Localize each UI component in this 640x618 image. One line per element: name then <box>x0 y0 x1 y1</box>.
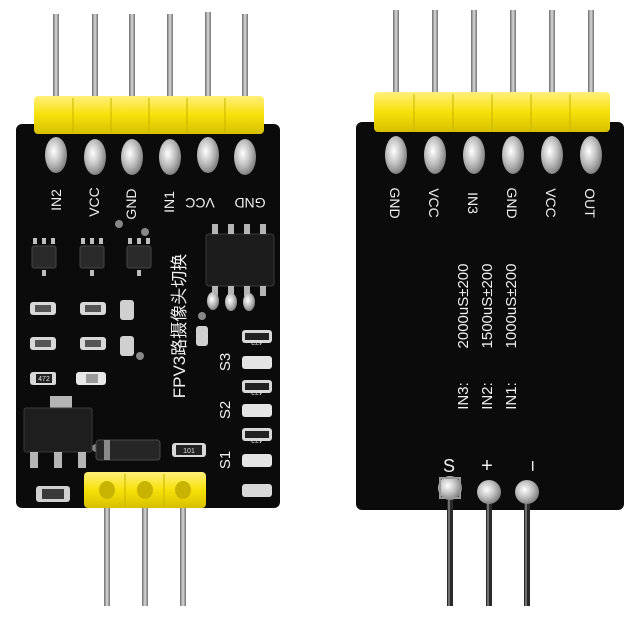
right-pin-label: IN3 <box>465 192 481 214</box>
pwm-value: 1500uS±200 <box>479 264 496 349</box>
board-title-silk: FPV3路摄像头切换 <box>170 254 189 399</box>
regulator-sot223 <box>23 396 93 468</box>
pwm-channel-label: IN1: <box>503 382 520 410</box>
soic8-chip <box>205 224 275 311</box>
right-top-pins <box>393 10 594 98</box>
left-top-pins <box>53 12 248 98</box>
left-pin-label: VCC <box>86 187 102 217</box>
servo-label-plus: + <box>481 455 493 477</box>
servo-label-signal: S <box>443 456 455 476</box>
left-pin-label: GND <box>123 188 139 219</box>
pwm-spec-ch3: IN3: 2000uS±200 <box>455 264 472 410</box>
resistor-code: 472 <box>251 338 263 345</box>
pwm-channel-label: IN2: <box>479 382 496 410</box>
servo-label-minus: − <box>521 460 543 472</box>
pwm-spec-ch1: IN1: 1000uS±200 <box>503 264 520 410</box>
sot23-transistors <box>31 245 152 269</box>
left-board: IN2 VCC GND IN1 VCC GND <box>16 12 280 606</box>
pwm-channel-label: IN3: <box>455 382 472 410</box>
resistor-code: 472 <box>251 436 263 443</box>
switch-label-s1: S1 <box>217 451 234 469</box>
left-pin-label: IN1 <box>161 191 177 213</box>
left-pin-label: VCC <box>185 195 215 211</box>
switch-label-s3: S3 <box>217 353 234 371</box>
left-bottom-header <box>84 472 206 508</box>
right-bottom-solder <box>438 476 539 504</box>
left-pin-label: GND <box>234 195 265 211</box>
left-top-header <box>34 96 264 134</box>
right-bottom-pins <box>447 498 530 606</box>
right-board: GND VCC IN3 GND VCC OUT IN3: 2000uS±200 … <box>356 10 624 606</box>
right-solder-joints <box>385 136 602 174</box>
resistor-code: 472 <box>251 388 263 395</box>
pwm-spec-ch2: IN2: 1500uS±200 <box>479 264 496 410</box>
left-pin-label: IN2 <box>48 189 64 211</box>
resistor-column <box>32 330 272 497</box>
switch-label-s2: S2 <box>217 401 234 419</box>
right-pin-label: VCC <box>426 188 442 218</box>
right-pin-label: OUT <box>582 188 598 218</box>
right-top-header <box>374 92 610 132</box>
right-pcb <box>356 122 624 510</box>
right-pin-label: VCC <box>543 188 559 218</box>
right-pin-label: GND <box>504 187 520 218</box>
resistor-code: 472 <box>38 376 50 383</box>
diode <box>95 439 161 461</box>
pwm-value: 1000uS±200 <box>503 264 520 349</box>
right-pin-label: GND <box>387 187 403 218</box>
resistor-code: 101 <box>183 448 195 455</box>
pwm-value: 2000uS±200 <box>455 264 472 349</box>
left-bottom-pins <box>104 504 186 606</box>
left-solder-joints <box>45 137 256 175</box>
